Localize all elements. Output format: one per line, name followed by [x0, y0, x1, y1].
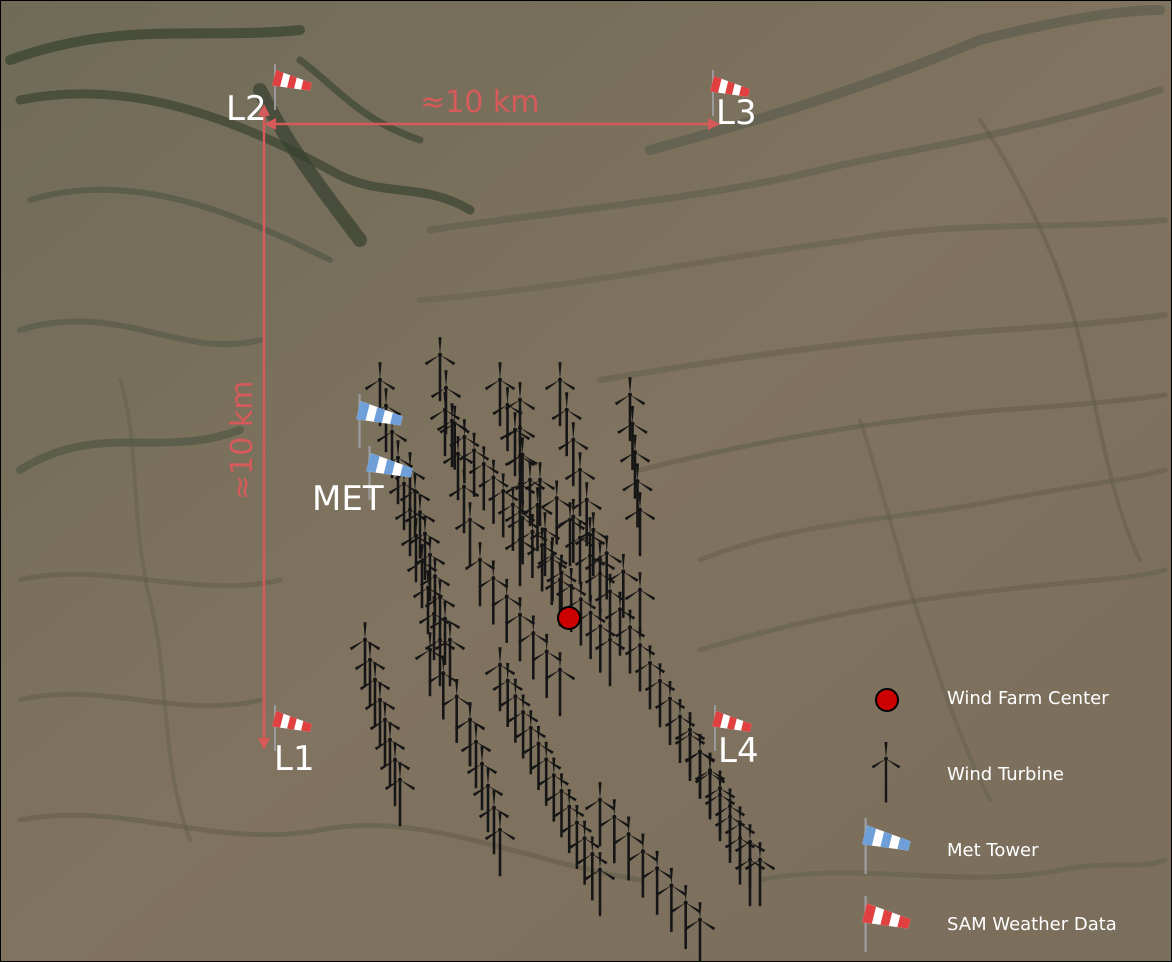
terrain-ridges — [5, 5, 1168, 883]
vertical-distance-label: ≈10 km — [225, 380, 260, 500]
legend-met-tower-label: Met Tower — [947, 840, 1039, 861]
location-label-l1: L1 — [274, 739, 315, 779]
wind-farm-center-marker — [557, 606, 581, 630]
vertical-arrow-top — [258, 104, 270, 116]
location-label-l4: L4 — [718, 731, 759, 771]
location-label-l3: L3 — [716, 93, 757, 133]
met-tower-label: MET — [312, 479, 384, 519]
horizontal-arrow-left — [264, 118, 276, 130]
legend-sam-weather-label: SAM Weather Data — [947, 914, 1117, 935]
vertical-arrow-bottom — [258, 738, 270, 750]
horizontal-arrow-right — [708, 118, 720, 130]
horizontal-distance-label: ≈10 km — [420, 85, 540, 120]
distance-lines — [258, 104, 720, 750]
legend-wind-turbine-label: Wind Turbine — [947, 764, 1064, 785]
legend-center-dot-icon — [875, 688, 899, 712]
location-label-l2: L2 — [226, 89, 267, 129]
legend-wind-farm-center-label: Wind Farm Center — [947, 688, 1109, 709]
